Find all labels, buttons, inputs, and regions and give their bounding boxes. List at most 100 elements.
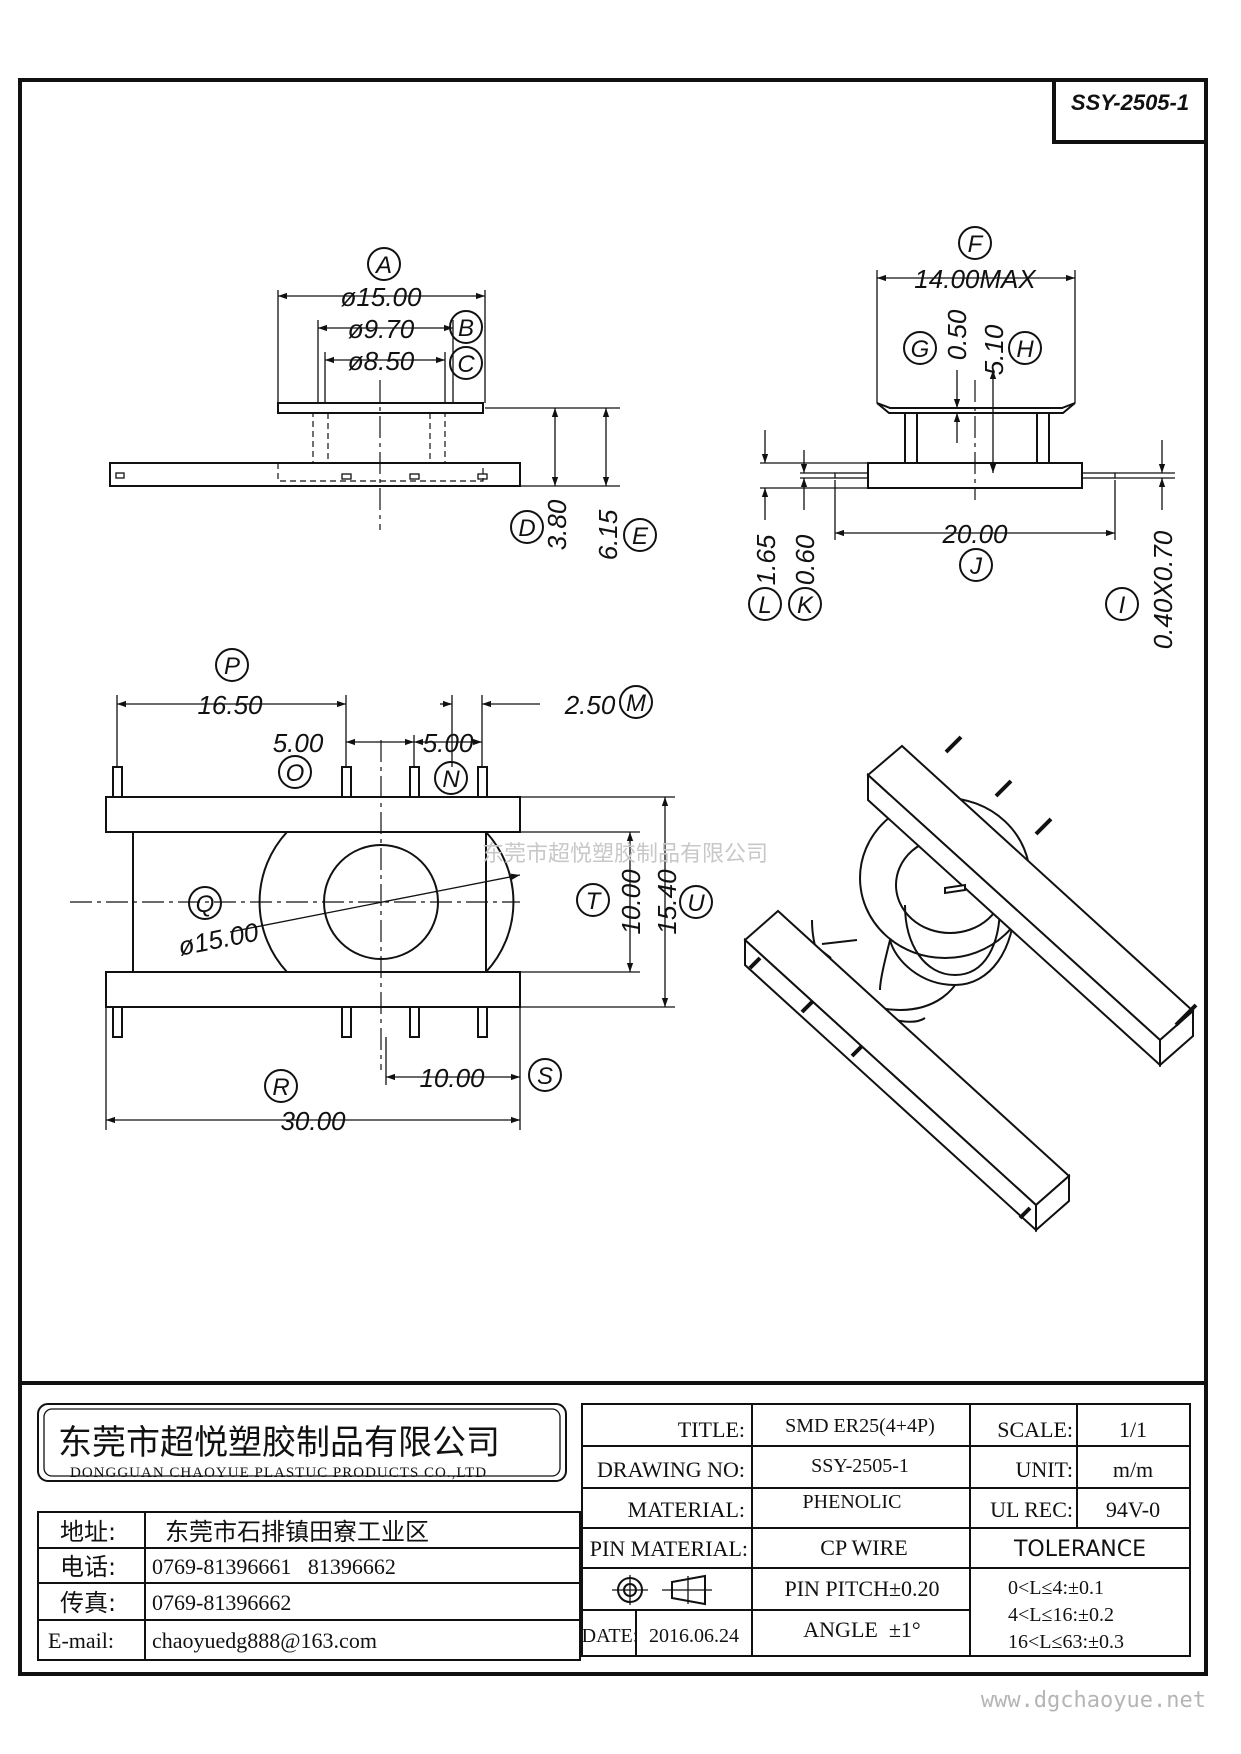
svg-text:P: P [224,653,240,680]
callout-U [679,885,713,919]
tolerance-label: TOLERANCE [1013,1537,1146,1562]
dim-L-value: 1.65 [751,534,781,585]
svg-text:K: K [797,592,814,619]
scale-label: SCALE: [997,1417,1073,1442]
svg-text:T: T [586,888,603,915]
callout-S [528,1058,562,1092]
material-label: MATERIAL: [628,1497,745,1522]
email-label: E-mail: [48,1628,114,1653]
callout-Q [188,886,222,920]
dim-M-value: 2.50 [564,690,616,720]
top-flange-end [876,402,1076,414]
svg-text:G: G [911,336,930,363]
drawing-no-label: DRAWING NO: [597,1457,745,1482]
drawing-border [18,78,1208,1676]
callout-I [1105,587,1139,621]
callout-C [449,346,483,380]
svg-text:I: I [1119,592,1126,619]
dim-J-value: 20.00 [941,519,1008,549]
svg-text:H: H [1016,336,1034,363]
tolerance-row-1: 0<L≤4:±0.1 [1008,1577,1104,1599]
dim-R-value: 30.00 [280,1106,346,1136]
callout-B [449,310,483,344]
dim-A-value: ø15.00 [341,282,422,312]
ul-value: 94V-0 [1106,1497,1160,1522]
svg-text:R: R [272,1074,289,1101]
svg-text:M: M [626,690,646,717]
watermark: 东莞市超悦塑胶制品有限公司 [482,842,768,867]
website-footer: www.dgchaoyue.net [981,1688,1206,1713]
svg-text:L: L [758,592,771,619]
title-block: 东莞市超悦塑胶制品有限公司 DONGGUAN CHAOYUE PLASTUC P… [37,1403,1191,1661]
callout-H [1008,331,1042,365]
dim-D-value: 3.80 [542,499,572,550]
company-name-cn: 东莞市超悦塑胶制品有限公司 [58,1423,500,1463]
dim-C-value: ø8.50 [348,346,415,376]
unit-label: UNIT: [1015,1457,1073,1482]
pin-material-value: CP WIRE [820,1535,907,1560]
drawing-code: SSY-2505-1 [1071,90,1189,115]
svg-text:Q: Q [196,891,215,918]
dim-N-value: 5.00 [423,728,474,758]
callout-K [788,587,822,621]
material-value: PHENOLIC [803,1491,902,1513]
svg-text:J: J [969,553,983,580]
pin-pitch: PIN PITCH±0.20 [784,1576,939,1601]
svg-text:O: O [286,760,305,787]
address-label: 地址: [60,1518,116,1546]
pin-material-label: PIN MATERIAL: [590,1536,748,1561]
phone-label: 电话: [60,1553,116,1581]
bottom-rail [105,971,521,1008]
callout-N [434,761,468,795]
dim-S-value: 10.00 [419,1063,485,1093]
base-plate [109,462,521,487]
dim-I-value: 0.40X0.70 [1148,530,1178,649]
scale-value: 1/1 [1119,1417,1147,1442]
callout-L [748,587,782,621]
company-name-en: DONGGUAN CHAOYUE PLASTUC PRODUCTS CO.,LT… [70,1465,487,1481]
isometric-view [743,735,1198,1233]
tolerance-row-2: 4<L≤16:±0.2 [1008,1604,1114,1626]
tolerance-row-3: 16<L≤63:±0.3 [1008,1631,1124,1653]
fax-label: 传真: [60,1589,116,1617]
svg-text:B: B [458,315,474,342]
svg-text:N: N [442,766,460,793]
svg-text:A: A [374,252,392,279]
angle-tolerance: ANGLE ±1° [803,1617,920,1642]
callout-E [623,518,657,552]
side-view-left: ø15.00 ø9.70 ø8.50 A B C 3.80 6.15 D E [109,247,657,560]
dim-O-value: 5.00 [273,728,324,758]
svg-text:C: C [457,351,475,378]
callout-P [215,648,249,682]
address-value: 东莞市石排镇田寮工业区 [165,1518,429,1546]
title-value: SMD ER25(4+4P) [785,1415,935,1437]
callout-D [510,510,544,544]
svg-text:S: S [537,1063,553,1090]
top-flange [277,402,484,414]
dim-U-value: 15.40 [652,869,682,935]
dim-H-value: 5.10 [979,324,1009,375]
email-value: chaoyuedg888@163.com [152,1628,377,1653]
callout-O [278,755,312,789]
dim-P-value: 16.50 [197,690,263,720]
callout-A [367,247,401,281]
svg-text:F: F [968,231,984,258]
drawing-no-value: SSY-2505-1 [811,1455,909,1477]
callout-J [959,548,993,582]
ul-label: UL REC: [990,1497,1073,1522]
dim-F-value: 14.00MAX [914,264,1037,294]
date-label: DATE: [582,1625,639,1647]
callout-M [619,685,653,719]
dim-K-value: 0.60 [790,534,820,585]
dim-Q-value: ø15.00 [176,917,262,962]
company-banner [37,1403,567,1482]
callout-R [264,1069,298,1103]
callout-T [576,883,610,917]
side-view-right: 14.00MAX F 0.50 G 5.10 H 1.65 0.60 L K 2… [748,226,1178,649]
svg-text:D: D [518,515,535,542]
dim-B-value: ø9.70 [348,314,415,344]
fax-value: 0769-81396662 [152,1590,291,1615]
projection-symbol [612,1574,712,1606]
unit-value: m/m [1113,1457,1153,1482]
phone-value: 0769-81396661 81396662 [152,1554,396,1579]
